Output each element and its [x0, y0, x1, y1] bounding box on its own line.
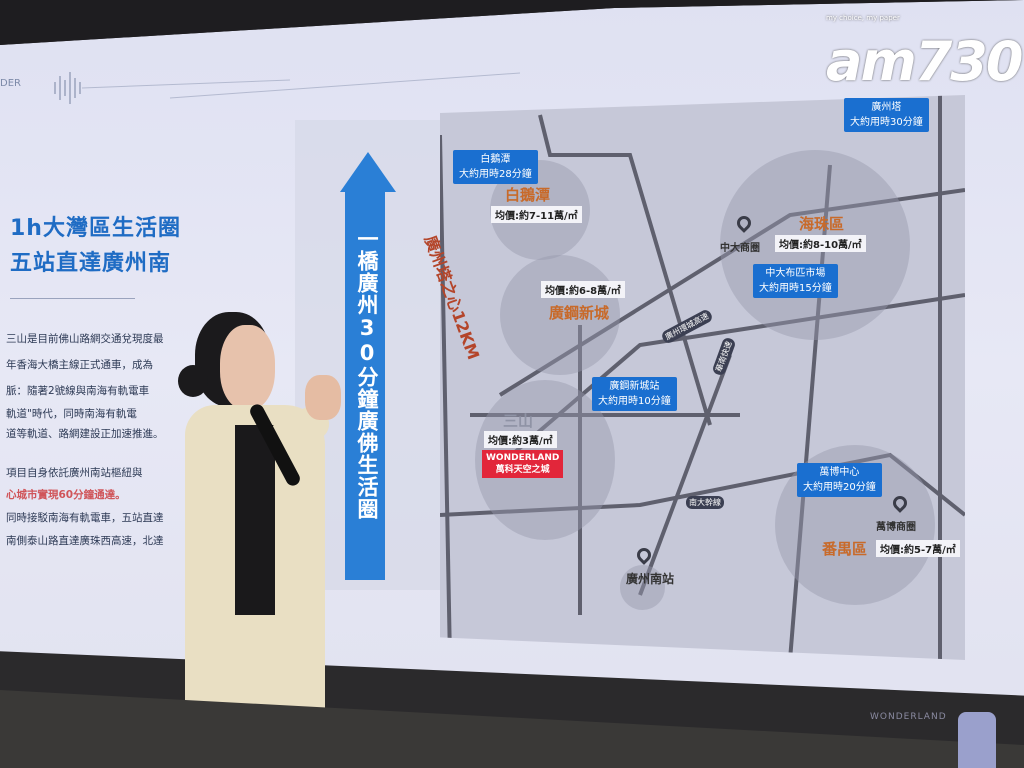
floor: [0, 690, 1024, 768]
paragraph-line: 年香海大橋主線正式通車，成為: [6, 359, 153, 371]
waveform-decoration: [54, 72, 521, 104]
price-tag: 均價:約8-10萬/㎡: [775, 235, 866, 252]
am730-logo: am730: [826, 30, 1023, 93]
hub-label: 中大商圈: [720, 243, 760, 254]
station-zone: [620, 565, 665, 610]
water-bottle: [958, 712, 996, 768]
travel-place: 廣州塔: [871, 102, 902, 113]
price-tag: 均價:約6-8萬/㎡: [541, 281, 625, 298]
paragraph-line: 道等軌道、路網建設正加速推進。: [6, 428, 164, 440]
slide-title-line2: 五站直達廣州南: [10, 251, 172, 276]
paragraph-line: 南側泰山路直達廣珠西高速，北達: [6, 535, 164, 547]
arrow-up-icon: [340, 152, 396, 192]
travel-time: 大約用時15分鐘: [759, 283, 832, 294]
district-zone: [500, 255, 620, 375]
banner: [345, 190, 385, 580]
paragraph-line: 脈：隨著2號線與南海有軌電車: [6, 385, 150, 397]
travel-time-box: 中大布匹市場大約用時15分鐘: [753, 264, 838, 298]
travel-time-box: 廣鋼新城站大約用時10分鐘: [592, 377, 677, 411]
presenter-face: [220, 325, 275, 410]
paragraph-line: 同時接駁南海有軌電車，五站直達: [6, 512, 164, 524]
road-network: [440, 95, 965, 660]
station-label: 廣州南站: [626, 572, 675, 586]
district-label: 海珠區: [799, 215, 845, 233]
travel-place: 廣鋼新城站: [609, 381, 660, 392]
road-label: 南大幹線: [686, 496, 724, 509]
presenter-hair-bun: [178, 365, 208, 397]
logo-tagline: my choice, my paper: [826, 14, 900, 22]
slide-title-line1: 1h大灣區生活圈: [10, 216, 181, 241]
travel-time-box: 萬博中心大約用時20分鐘: [797, 463, 882, 497]
project-brand: WONDERLAND: [486, 453, 560, 463]
price-tag: 均價:約3萬/㎡: [484, 431, 557, 448]
price-tag: 均價:約7-11萬/㎡: [491, 206, 582, 223]
paragraph-line: 三山是目前佛山路網交通兌現度最: [6, 333, 164, 345]
travel-place: 白鵝潭: [480, 154, 511, 165]
travel-time-box: 廣州塔大約用時30分鐘: [844, 98, 929, 132]
project-marker: WONDERLAND 萬科天空之城: [482, 450, 564, 478]
travel-place: 萬博中心: [819, 467, 860, 478]
district-label: 番禺區: [822, 540, 868, 558]
brand-fragment: DER: [0, 78, 21, 89]
divider: [10, 298, 135, 299]
hub-label: 萬博商圈: [876, 522, 916, 533]
banner-text: 一橋廣州30分鐘廣佛生活圈: [355, 228, 379, 520]
district-label: 白鵝潭: [505, 186, 551, 204]
price-tag: 均價:約5-7萬/㎡: [876, 540, 960, 557]
travel-time: 大約用時10分鐘: [598, 396, 671, 407]
travel-time: 大約用時30分鐘: [850, 117, 923, 128]
paragraph-line: 軌道"時代，同時南海有軌電: [6, 408, 137, 420]
presenter-hand: [305, 375, 341, 420]
map: [440, 95, 965, 660]
district-label: 廣鋼新城: [549, 304, 610, 322]
paragraph-highlight: 心城市實現60分鐘通達。: [6, 489, 126, 501]
travel-time: 大約用時28分鐘: [459, 169, 532, 180]
district-label: 三山: [503, 412, 534, 430]
presenter-top: [235, 425, 275, 615]
paragraph-line: 項目自身依託廣州南站樞紐與: [6, 467, 143, 479]
travel-time-box: 白鵝潭大約用時28分鐘: [453, 150, 538, 184]
project-name: 萬科天空之城: [495, 465, 550, 475]
slide-watermark: WONDERLAND: [870, 712, 947, 722]
travel-time: 大約用時20分鐘: [803, 482, 876, 493]
travel-place: 中大布匹市場: [765, 268, 826, 279]
